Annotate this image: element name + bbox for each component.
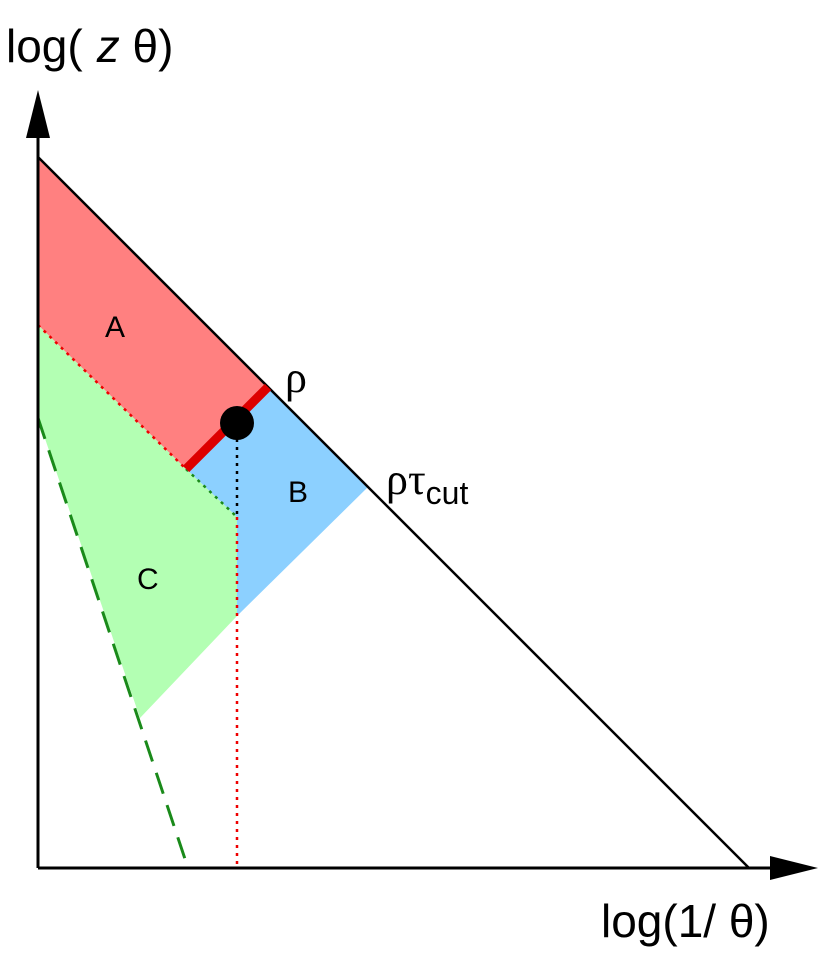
x-axis-title: log(1/ θ) <box>601 895 770 947</box>
rho-tau-cut-label: ρτcut <box>386 455 468 511</box>
marked-point <box>220 406 254 440</box>
region-b-label: B <box>288 476 308 509</box>
y-axis-arrow <box>26 90 50 138</box>
diagonal-boundary <box>37 156 750 869</box>
ac-boundary-dotted <box>37 324 187 470</box>
region-c-label: C <box>137 563 159 596</box>
y-axis-title: log(z θ) <box>6 20 173 72</box>
region-a <box>38 157 268 469</box>
green-dashed-line <box>36 417 190 869</box>
x-axis-arrow <box>770 856 818 880</box>
cb-boundary-dotted <box>185 468 238 518</box>
region-a-label: A <box>105 311 125 344</box>
region-c <box>38 325 237 718</box>
region-b <box>186 387 368 616</box>
rho-label: ρ <box>285 353 307 402</box>
